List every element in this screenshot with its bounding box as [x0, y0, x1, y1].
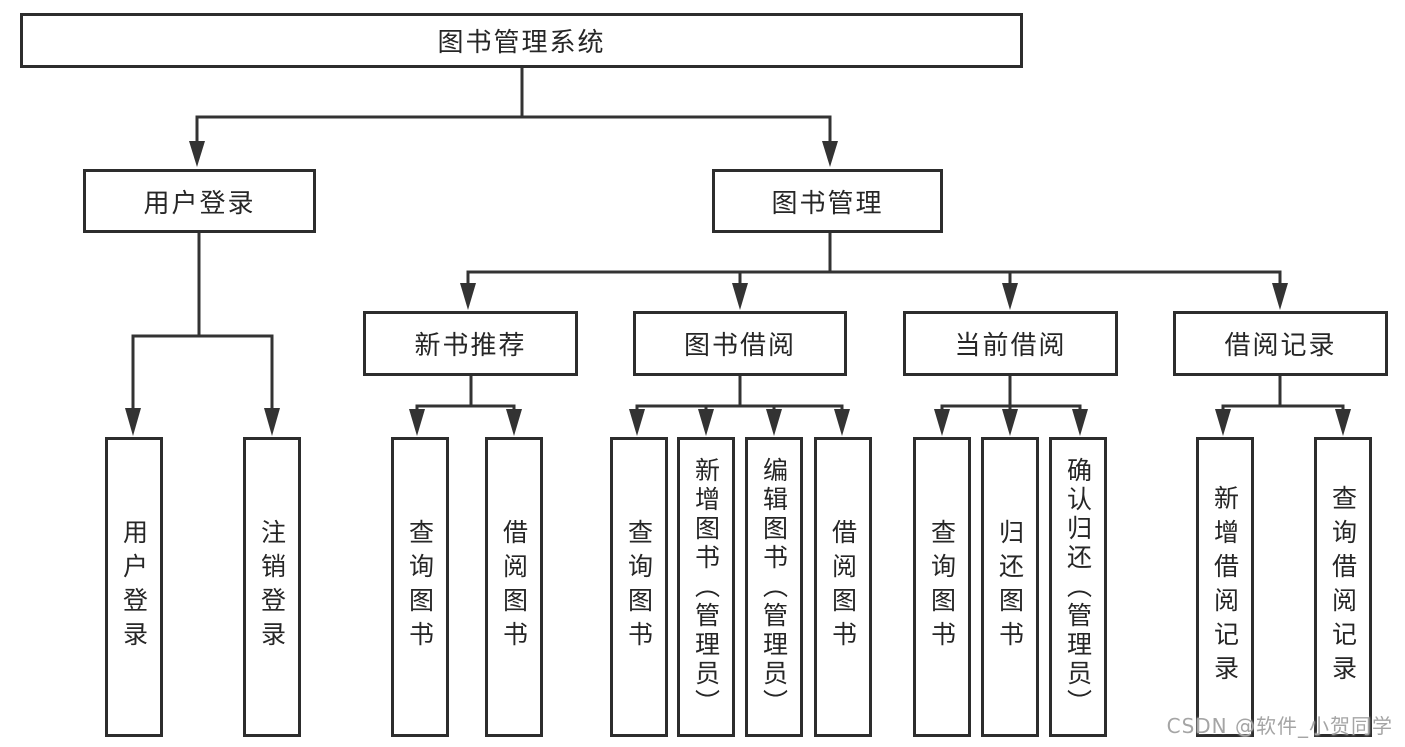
node-label: 新增借阅记录 [1210, 485, 1240, 689]
leaf-br-query-record: 查询借阅记录 [1314, 437, 1372, 737]
node-label: 查询借阅记录 [1328, 485, 1358, 689]
leaf-logout: 注销登录 [243, 437, 301, 737]
node-label: 查询图书 [927, 519, 957, 655]
leaf-bb-add-book-admin: 新增图书（管理员） [677, 437, 735, 737]
leaf-bb-borrow-book: 借阅图书 [814, 437, 872, 737]
node-label: 用户登录 [143, 188, 256, 219]
node-book-borrow: 图书借阅 [633, 311, 847, 376]
node-label: 新增图书（管理员） [691, 456, 721, 718]
node-label: 归还图书 [995, 519, 1025, 655]
leaf-user-login: 用户登录 [105, 437, 163, 737]
leaf-rec-borrow-book: 借阅图书 [485, 437, 543, 737]
node-label: 用户登录 [119, 519, 149, 655]
node-label: 借阅记录 [1224, 331, 1337, 361]
node-label: 新书推荐 [414, 331, 527, 361]
leaf-cb-confirm-return-admin: 确认归还（管理员） [1049, 437, 1107, 737]
leaf-cb-query-book: 查询图书 [913, 437, 971, 737]
node-root: 图书管理系统 [20, 13, 1023, 68]
leaf-cb-return-book: 归还图书 [981, 437, 1039, 737]
node-label: 借阅图书 [828, 519, 858, 655]
node-label: 图书管理系统 [437, 28, 606, 58]
node-label: 图书借阅 [683, 331, 796, 361]
node-current-borrow: 当前借阅 [903, 311, 1118, 376]
node-label: 借阅图书 [499, 519, 529, 655]
node-borrow-record: 借阅记录 [1173, 311, 1388, 376]
csdn-watermark: CSDN @软件_小贺同学 [1166, 714, 1393, 738]
node-user-login: 用户登录 [83, 169, 316, 233]
leaf-rec-query-book: 查询图书 [391, 437, 449, 737]
node-book-mgmt: 图书管理 [712, 169, 943, 233]
node-new-book-rec: 新书推荐 [363, 311, 578, 376]
leaf-bb-query-book: 查询图书 [610, 437, 668, 737]
node-label: 确认归还（管理员） [1063, 456, 1093, 718]
node-label: 图书管理 [771, 188, 884, 219]
node-label: 注销登录 [257, 519, 287, 655]
node-label: 查询图书 [405, 519, 435, 655]
leaf-bb-edit-book-admin: 编辑图书（管理员） [745, 437, 803, 737]
node-label: 查询图书 [624, 519, 654, 655]
node-label: 当前借阅 [954, 331, 1067, 361]
node-label: 编辑图书（管理员） [759, 456, 789, 718]
leaf-br-add-record: 新增借阅记录 [1196, 437, 1254, 737]
